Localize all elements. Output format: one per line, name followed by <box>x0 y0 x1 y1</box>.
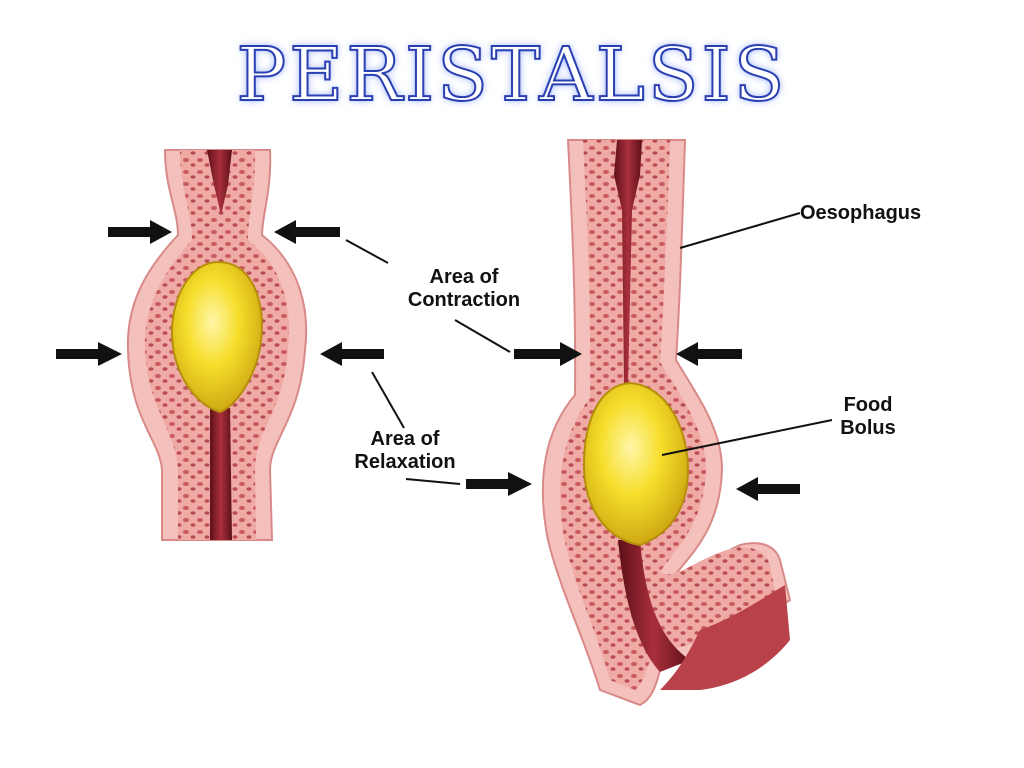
leader-relaxation-left <box>371 371 405 429</box>
leader-relaxation-right <box>405 478 461 485</box>
leader-oesophagus <box>679 212 801 249</box>
page-title: PERISTALSIS <box>236 31 788 119</box>
arrow-right-relaxation-right <box>736 477 800 501</box>
arrow-left-contraction-right <box>274 220 340 244</box>
arrow-right-contraction-right <box>676 342 742 366</box>
right-oesophagus-section <box>541 139 792 707</box>
left-tube-lumen-top <box>207 150 232 215</box>
stomach-lining <box>660 585 790 690</box>
right-food-bolus <box>582 381 690 547</box>
label-area-of-relaxation: Area of Relaxation <box>354 428 456 473</box>
left-oesophagus-section <box>126 149 308 541</box>
arrow-left-relaxation-left <box>56 342 122 366</box>
leader-contraction-right <box>454 319 511 353</box>
leader-food-bolus <box>661 419 833 456</box>
arrow-right-contraction-left <box>514 342 582 366</box>
arrow-left-relaxation-right <box>320 342 384 366</box>
label-food-bolus: Food Bolus <box>840 394 896 439</box>
label-oesophagus: Oesophagus <box>800 202 922 224</box>
arrow-left-contraction-left <box>108 220 172 244</box>
left-tube-lumen-bottom <box>210 408 232 540</box>
left-food-bolus <box>170 260 264 414</box>
right-tube-lumen-top <box>614 140 642 385</box>
right-tube-lumen-bottom <box>618 540 690 672</box>
label-area-of-contraction: Area of Contraction <box>407 266 521 311</box>
leader-contraction-left <box>345 239 389 264</box>
arrow-right-relaxation-left <box>466 472 532 496</box>
